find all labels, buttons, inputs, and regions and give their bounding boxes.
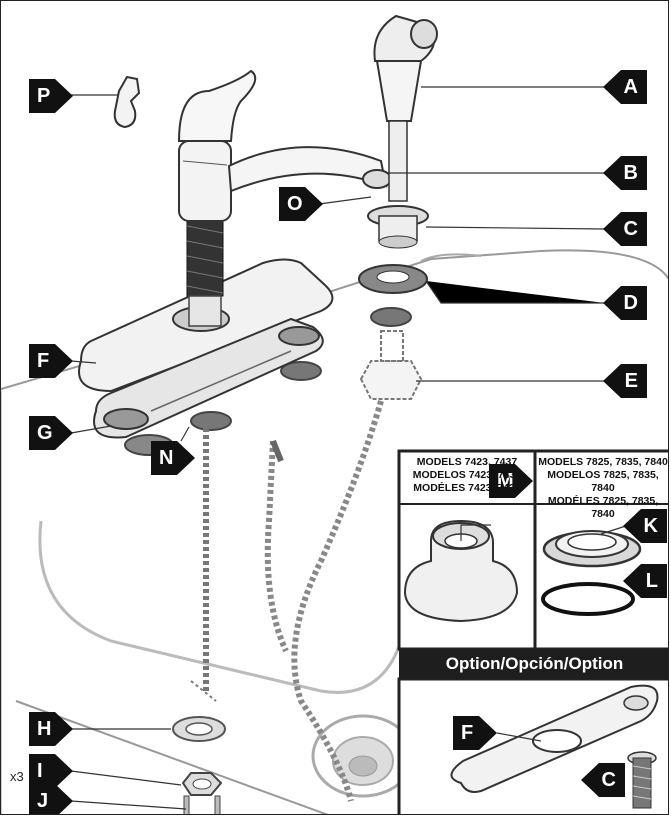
panel-right-line3: MODÉLES 7825, 7835, 7840 bbox=[547, 495, 659, 520]
callout-f-option: F bbox=[453, 716, 499, 750]
callout-a: A bbox=[601, 70, 647, 104]
panel-right-caption: MODELS 7825, 7835, 7840 MODELOS 7825, 78… bbox=[537, 456, 668, 521]
quantity-label: x3 bbox=[10, 769, 24, 784]
callout-h: H bbox=[29, 712, 75, 746]
callout-d: D bbox=[601, 286, 647, 320]
panel-left-line2: MODELOS 7423, 7437 bbox=[412, 469, 522, 481]
callout-j: J bbox=[29, 784, 75, 814]
panel-left-line1: MODELS 7423, 7437 bbox=[416, 456, 518, 468]
callout-n: N bbox=[151, 441, 197, 475]
callout-f: F bbox=[29, 344, 75, 378]
callout-m: M bbox=[489, 464, 535, 498]
callout-k: K bbox=[621, 509, 667, 543]
callout-p: P bbox=[29, 79, 75, 113]
panel-left-caption: MODELS 7423, 7437 MODELOS 7423, 7437 MOD… bbox=[401, 456, 533, 495]
callout-i: I bbox=[29, 754, 75, 788]
panel-right-line1: MODELS 7825, 7835, 7840 bbox=[538, 456, 668, 468]
callout-c: C bbox=[601, 212, 647, 246]
callout-c-option: C bbox=[579, 763, 625, 797]
callout-l: L bbox=[621, 564, 667, 598]
callout-b: B bbox=[601, 156, 647, 190]
option-title: Option/Opción/Option bbox=[399, 649, 668, 679]
callout-g: G bbox=[29, 416, 75, 450]
panel-left-line3: MODÉLES 7423, 7437 bbox=[413, 482, 521, 494]
callout-o: O bbox=[279, 187, 325, 221]
callout-e: E bbox=[601, 364, 647, 398]
panel-right-line2: MODELOS 7825, 7835, 7840 bbox=[547, 469, 659, 494]
